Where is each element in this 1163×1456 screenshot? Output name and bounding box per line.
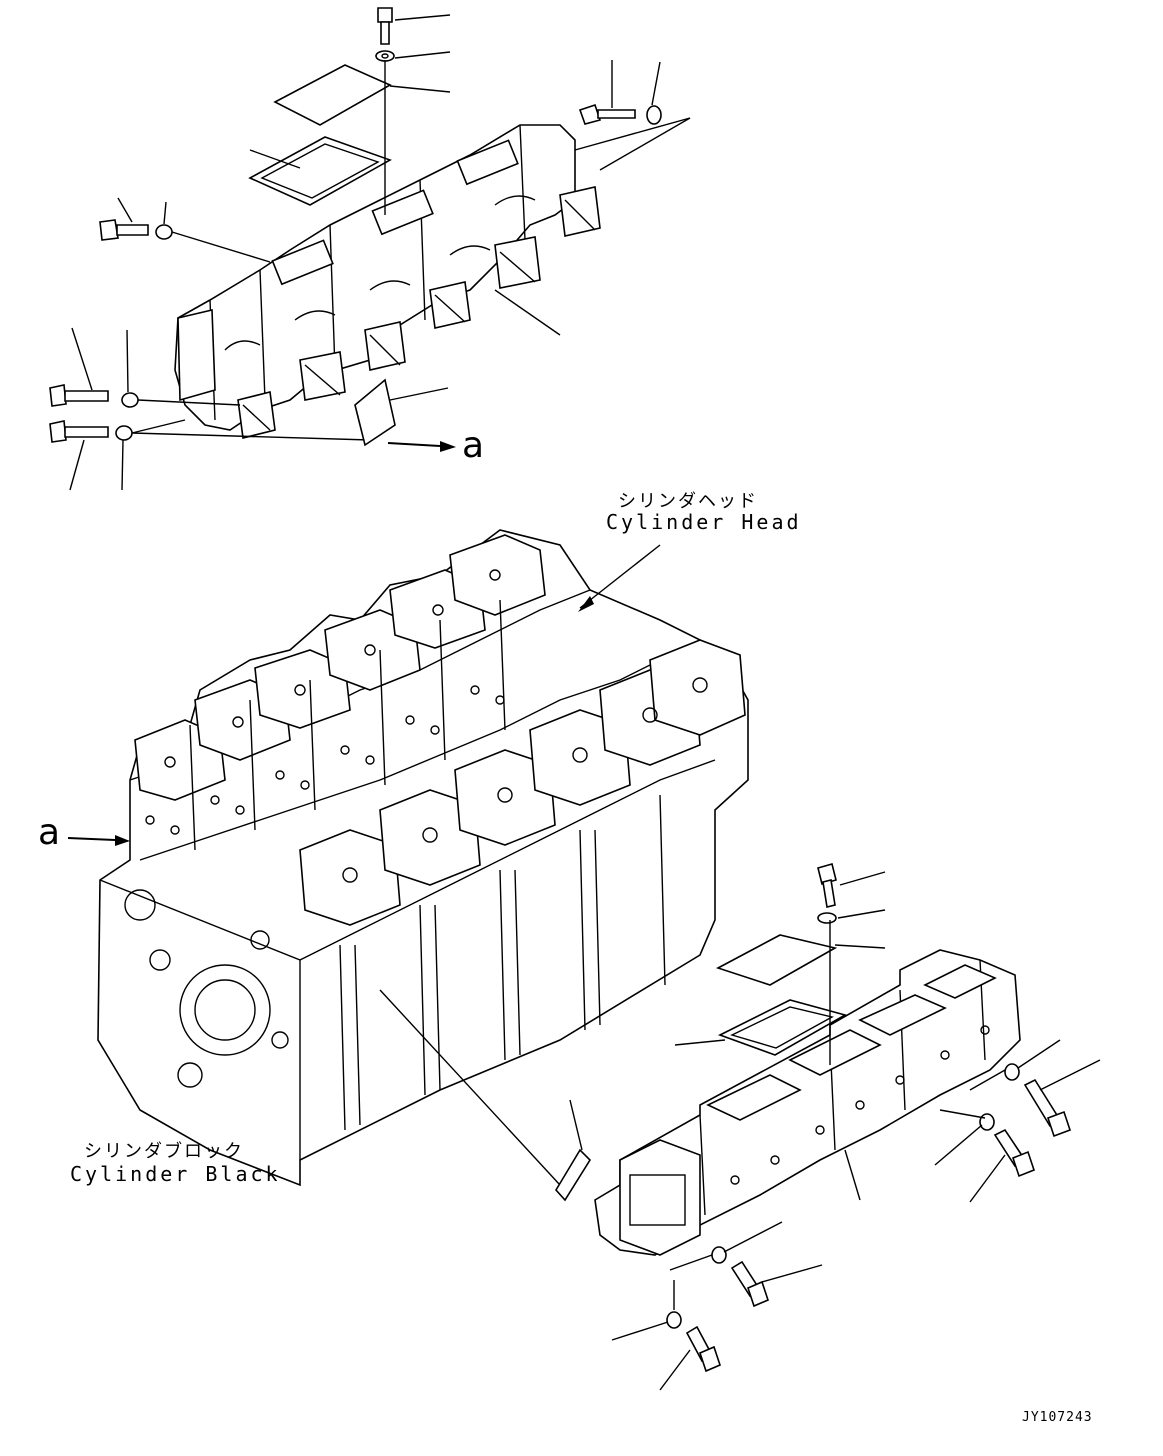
view-arrow-left <box>67 837 116 841</box>
head-bolt-holes <box>145 685 505 835</box>
view-marker-top: a <box>462 425 485 466</box>
view-marker-left: a <box>38 812 61 853</box>
cylinder-head-label-jp: シリンダヘッド <box>618 491 758 512</box>
cylinder-block-label-en: Cylinder Black <box>70 1162 281 1186</box>
lower-exhaust-manifold <box>594 949 1021 1256</box>
cylinder-head-leader <box>579 544 661 609</box>
drawing-number: JY107243 <box>1022 1410 1093 1425</box>
cylinder-head-label-en: Cylinder Head <box>606 510 802 534</box>
cylinder-block-label-jp: シリンダブロック <box>84 1141 244 1162</box>
upper-cover-stack <box>248 7 451 215</box>
lower-fasteners <box>611 1039 1101 1391</box>
upper-fasteners <box>49 60 691 491</box>
engine-block <box>97 529 749 1187</box>
upper-exhaust-manifold <box>174 124 601 439</box>
lower-cover-stack <box>555 863 886 1202</box>
block-gasket-leader <box>379 989 561 1186</box>
